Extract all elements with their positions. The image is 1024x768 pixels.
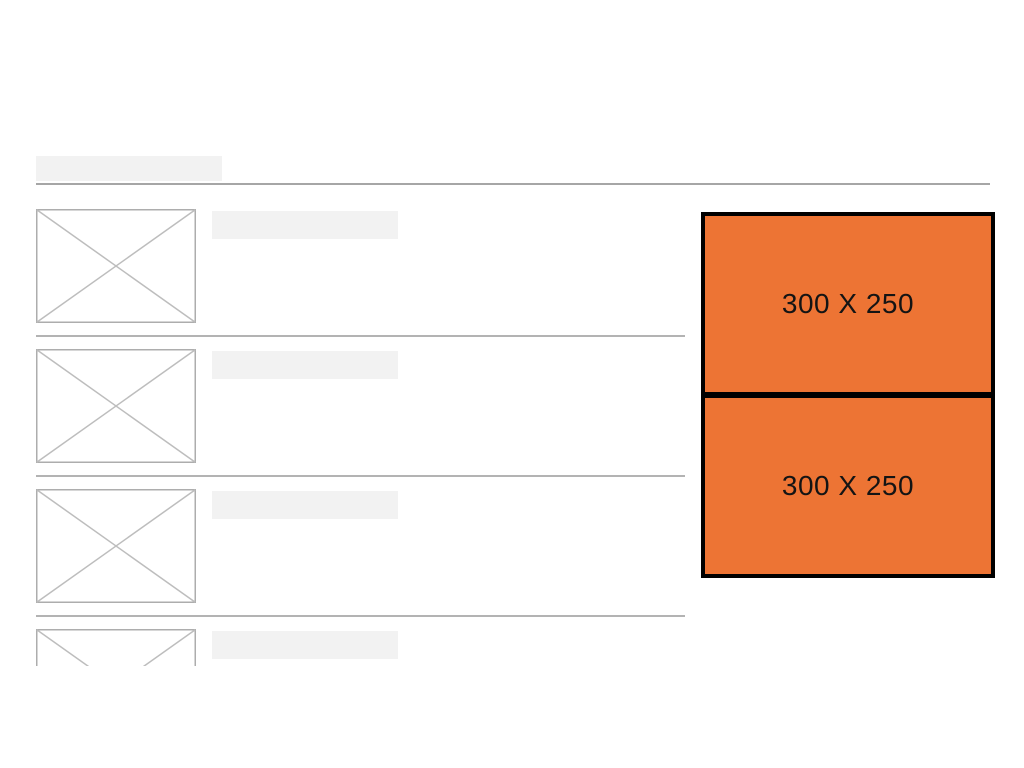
article-list-item[interactable]	[36, 489, 685, 603]
article-title-placeholder	[212, 491, 398, 519]
ad-size-label: 300 X 250	[781, 288, 915, 319]
article-thumbnail	[36, 489, 196, 603]
ad-rail: 300 X 250 300 X 250	[701, 212, 995, 578]
list-divider	[36, 475, 685, 477]
article-list-item[interactable]	[36, 209, 685, 323]
list-divider	[36, 335, 685, 337]
header-divider	[36, 183, 990, 185]
ad-slot-300x250-top[interactable]: 300 X 250	[705, 216, 991, 392]
page-title-placeholder	[36, 156, 222, 181]
ad-slot-300x250-bottom[interactable]: 300 X 250	[705, 398, 991, 574]
ad-size-label: 300 X 250	[781, 470, 915, 501]
article-list-item[interactable]	[36, 349, 685, 463]
article-thumbnail	[36, 349, 196, 463]
list-divider	[36, 615, 685, 617]
article-title-placeholder	[212, 211, 398, 239]
content-area	[36, 156, 990, 666]
image-placeholder-icon	[36, 489, 196, 603]
image-placeholder-icon	[36, 629, 196, 666]
article-list-item[interactable]	[36, 629, 685, 666]
article-thumbnail	[36, 629, 196, 666]
image-placeholder-icon	[36, 349, 196, 463]
image-placeholder-icon	[36, 209, 196, 323]
article-title-placeholder	[212, 631, 398, 659]
article-title-placeholder	[212, 351, 398, 379]
article-thumbnail	[36, 209, 196, 323]
